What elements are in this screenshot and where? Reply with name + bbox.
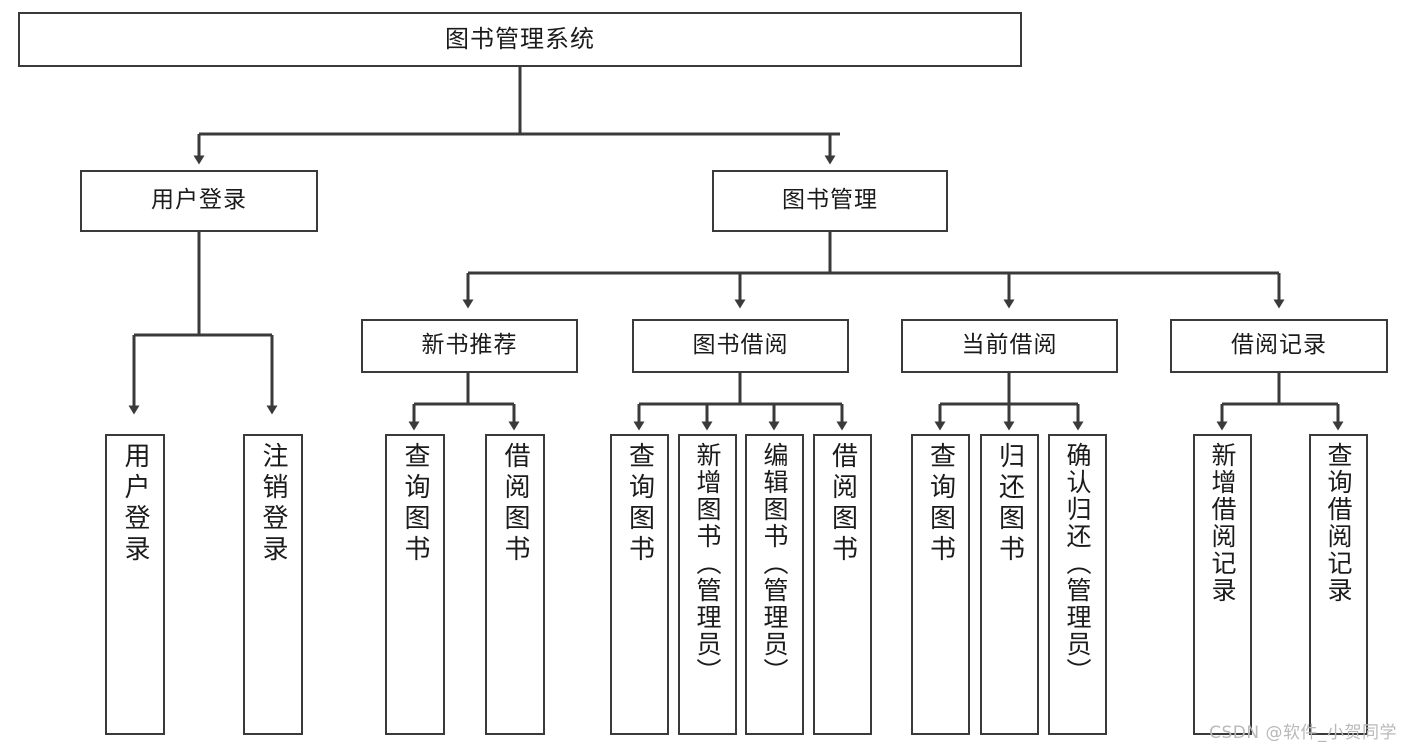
leaf-records-add-record[interactable]: 新增借阅记录 [1193, 434, 1252, 735]
leaf-current-return-book-label: 归还图书 [994, 442, 1025, 566]
leaf-current-confirm-return-label: 确认归还（管理员） [1063, 442, 1092, 685]
node-book-borrow-label: 图书借阅 [692, 332, 789, 359]
leaf-records-query-record[interactable]: 查询借阅记录 [1309, 434, 1368, 735]
node-user-login-label: 用户登录 [151, 187, 247, 214]
leaf-current-query-book[interactable]: 查询图书 [911, 434, 970, 735]
node-borrow-records-label: 借阅记录 [1231, 332, 1327, 359]
node-current-borrow-label: 当前借阅 [961, 332, 1058, 359]
leaf-borrow-add-book[interactable]: 新增图书（管理员） [678, 434, 737, 735]
node-root-label: 图书管理系统 [445, 25, 595, 54]
csdn-watermark: CSDN @软件_小贺同学 [1209, 723, 1397, 743]
leaf-borrow-query-book[interactable]: 查询图书 [610, 434, 669, 735]
leaf-newbook-borrow-book[interactable]: 借阅图书 [485, 434, 545, 735]
leaf-newbook-borrow-book-label: 借阅图书 [500, 442, 530, 566]
leaf-user-login-signout[interactable]: 注销登录 [243, 434, 303, 735]
node-new-book-recommend[interactable]: 新书推荐 [361, 319, 578, 373]
leaf-current-confirm-return[interactable]: 确认归还（管理员） [1048, 434, 1107, 735]
leaf-borrow-add-book-label: 新增图书（管理员） [693, 442, 722, 685]
leaf-records-query-record-label: 查询借阅记录 [1324, 442, 1353, 604]
node-current-borrow[interactable]: 当前借阅 [901, 319, 1118, 373]
leaf-records-add-record-label: 新增借阅记录 [1208, 442, 1237, 604]
leaf-user-login-signout-label: 注销登录 [258, 442, 288, 566]
node-root[interactable]: 图书管理系统 [18, 12, 1022, 67]
node-book-management[interactable]: 图书管理 [712, 170, 948, 232]
leaf-borrow-edit-book-label: 编辑图书（管理员） [760, 442, 789, 685]
leaf-user-login-signin-label: 用户登录 [120, 442, 150, 566]
node-book-management-label: 图书管理 [782, 187, 878, 214]
leaf-newbook-query-book[interactable]: 查询图书 [385, 434, 445, 735]
leaf-newbook-query-book-label: 查询图书 [400, 442, 430, 566]
leaf-current-query-book-label: 查询图书 [925, 442, 956, 566]
leaf-current-return-book[interactable]: 归还图书 [980, 434, 1039, 735]
node-new-book-recommend-label: 新书推荐 [421, 332, 518, 359]
node-user-login[interactable]: 用户登录 [80, 170, 318, 232]
node-borrow-records[interactable]: 借阅记录 [1170, 319, 1388, 373]
leaf-borrow-query-book-label: 查询图书 [624, 442, 655, 566]
node-book-borrow[interactable]: 图书借阅 [632, 319, 849, 373]
leaf-borrow-borrow-book-label: 借阅图书 [827, 442, 858, 566]
leaf-user-login-signin[interactable]: 用户登录 [105, 434, 165, 735]
leaf-borrow-borrow-book[interactable]: 借阅图书 [813, 434, 872, 735]
leaf-borrow-edit-book[interactable]: 编辑图书（管理员） [745, 434, 804, 735]
